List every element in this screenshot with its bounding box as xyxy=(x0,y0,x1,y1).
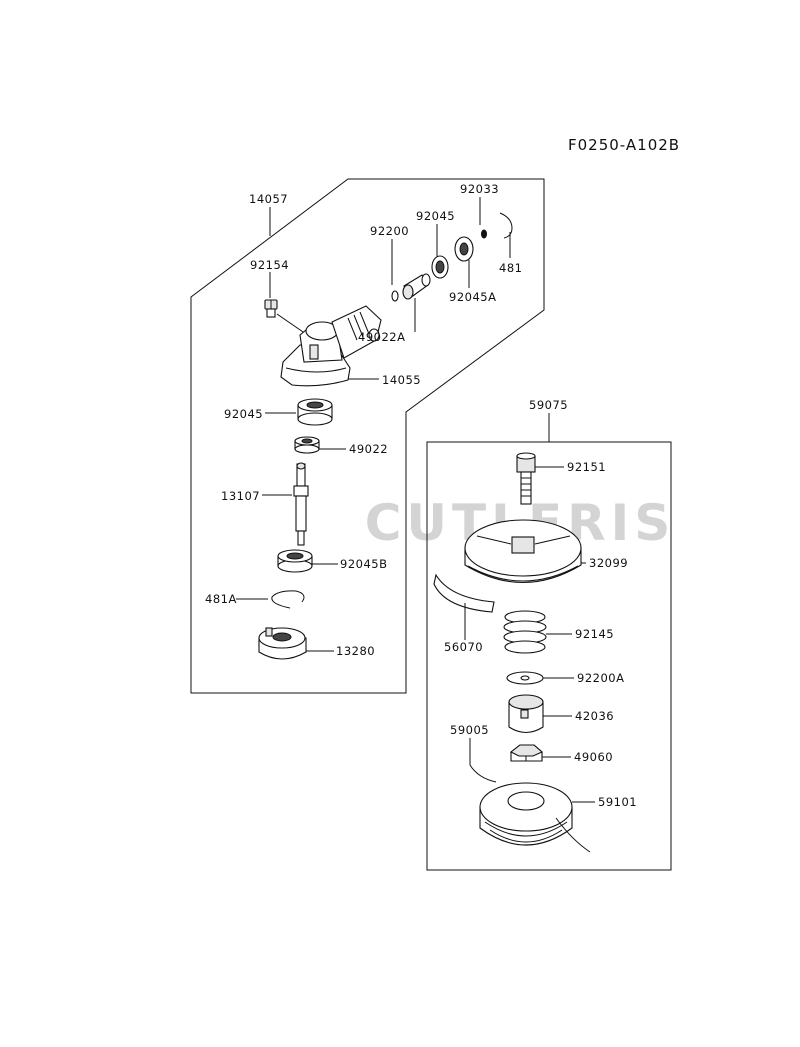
part-92151-bolt xyxy=(516,452,536,505)
part-481-circlip xyxy=(499,212,513,239)
part-49060-nut xyxy=(509,744,544,762)
part-label-56070: 56070 xyxy=(444,640,483,654)
part-92154-bolt xyxy=(264,299,278,318)
part-gear-case-housing xyxy=(280,305,382,387)
part-92200A-washer xyxy=(506,671,544,685)
part-label-49060: 49060 xyxy=(574,750,613,764)
part-label-92033: 92033 xyxy=(460,182,499,196)
part-56070-label xyxy=(433,573,495,613)
part-49022A-pinion xyxy=(402,273,431,300)
part-92045-bearing-top xyxy=(431,255,449,279)
part-label-481A: 481A xyxy=(205,592,237,606)
part-label-59005: 59005 xyxy=(450,723,489,737)
part-label-92154: 92154 xyxy=(250,258,289,272)
part-label-13280: 13280 xyxy=(336,644,375,658)
part-label-42036: 42036 xyxy=(575,709,614,723)
part-49022-gear xyxy=(294,436,320,454)
part-label-59101: 59101 xyxy=(598,795,637,809)
part-label-59075: 59075 xyxy=(529,398,568,412)
part-label-92045-mid: 92045 xyxy=(224,407,263,421)
part-59005-line xyxy=(469,764,497,783)
part-label-92200A: 92200A xyxy=(577,671,624,685)
part-label-49022A: 49022A xyxy=(358,330,405,344)
part-label-92045B: 92045B xyxy=(340,557,387,571)
part-label-13107: 13107 xyxy=(221,489,260,503)
part-label-14055: 14055 xyxy=(382,373,421,387)
part-92033-snap-ring xyxy=(481,229,487,239)
part-label-32099: 32099 xyxy=(589,556,628,570)
part-92145-spring xyxy=(503,610,547,654)
part-label-481: 481 xyxy=(499,261,522,275)
part-92045A-bearing xyxy=(454,236,474,262)
part-481A-circlip xyxy=(271,590,305,609)
part-13280-holder xyxy=(258,627,307,660)
part-42036-hub xyxy=(508,694,544,734)
left-group-frame xyxy=(190,178,545,694)
part-59101-spool xyxy=(479,782,591,853)
part-label-92045A: 92045A xyxy=(449,290,496,304)
part-label-92151: 92151 xyxy=(567,460,606,474)
diagram-code: F0250-A102B xyxy=(568,136,680,154)
part-label-49022: 49022 xyxy=(349,442,388,456)
part-label-92045-top: 92045 xyxy=(416,209,455,223)
part-label-92145: 92145 xyxy=(575,627,614,641)
right-group-frame xyxy=(426,441,672,871)
part-label-14057: 14057 xyxy=(249,192,288,206)
part-92045-bearing-mid xyxy=(297,398,333,426)
part-92045B-bearing xyxy=(277,549,313,573)
leader-92154-to-housing xyxy=(276,313,307,335)
part-label-92200: 92200 xyxy=(370,224,409,238)
part-92200-shim xyxy=(391,290,399,302)
part-32099-cover xyxy=(464,519,582,584)
part-13107-shaft xyxy=(293,462,309,546)
